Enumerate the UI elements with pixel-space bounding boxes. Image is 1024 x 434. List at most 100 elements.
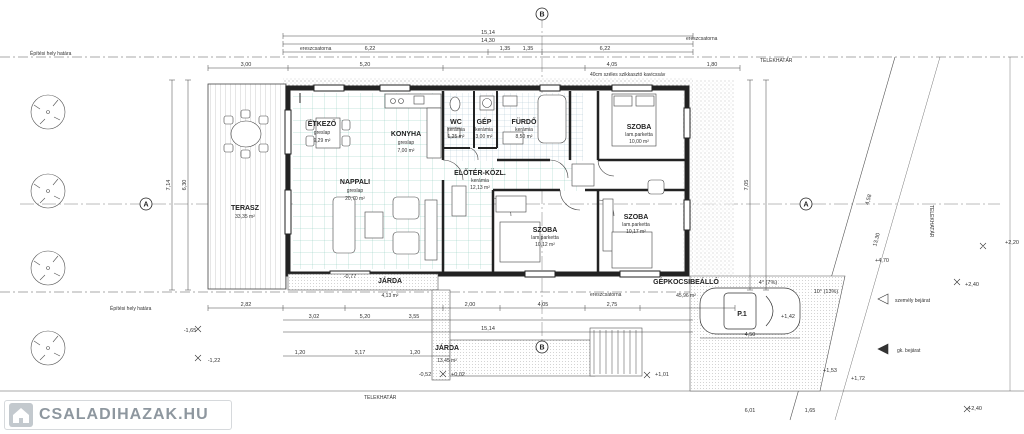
dimension-label: 5,20: [360, 314, 371, 320]
door-icon: [559, 189, 581, 211]
dimension-label: 1,65: [805, 408, 816, 414]
room-name: SZOBA: [627, 124, 652, 131]
dimension-label: 15,14: [481, 326, 495, 332]
room-area: 4,13 m²: [382, 293, 399, 299]
dimension-lines: [169, 33, 800, 357]
washing-machine: [479, 95, 495, 111]
room-name: GÉP: [477, 117, 492, 126]
room-name: JÁRDA: [435, 343, 459, 352]
window-icon: [539, 84, 561, 92]
room-area: 8,50 m²: [516, 134, 533, 140]
shoe-cabinet: [451, 185, 467, 217]
room-name: JÁRDA: [378, 276, 402, 285]
gutter-label: ereszcsatorna: [300, 46, 332, 52]
section-marker-icon: [139, 197, 153, 211]
desk: [495, 195, 527, 213]
window-icon: [379, 84, 411, 92]
dimension-label: 3,00: [241, 62, 252, 68]
level-label: -1,22: [208, 358, 221, 364]
section-marker-icon: [799, 197, 813, 211]
level-label: +4,70: [875, 258, 889, 264]
level-label: -0,52: [419, 372, 432, 378]
dimension-label: 3,55: [409, 314, 420, 320]
room-area: 1,25 m²: [448, 134, 465, 140]
wardrobe: [602, 198, 614, 252]
room-area: 45,96 m²: [676, 293, 696, 299]
house-walls: [285, 85, 690, 277]
room-area: 20,70 m²: [345, 196, 365, 202]
room-floor: greslap: [347, 188, 364, 194]
cabinet: [424, 199, 438, 261]
dimension-label: 3,17: [355, 350, 366, 356]
dimension-label: 1,35: [523, 46, 534, 52]
room-name: NAPPALI: [340, 179, 370, 186]
dimension-label: 6,01: [745, 408, 756, 414]
entrance-arrow-icon: [877, 343, 889, 355]
dimension-text: 15,14 14,30 6,22 1,35 1,35 6,22 3,00 5,2…: [166, 30, 1019, 414]
level-label: +1,72: [851, 376, 865, 382]
window-icon: [524, 270, 556, 278]
section-marker-icon: [535, 340, 549, 354]
section-label: A: [143, 202, 148, 209]
room-area: 3,00 m²: [476, 134, 493, 140]
room-name: WC: [450, 119, 462, 126]
level-markers: [194, 242, 987, 413]
dining-table: [305, 117, 351, 149]
dimension-label: 1,20: [410, 350, 421, 356]
room-name: ELŐTÉR-KÖZL.: [454, 168, 506, 177]
window-icon: [683, 107, 691, 139]
slope-label: 10° (13%): [814, 289, 839, 295]
house-logo-icon: [9, 403, 33, 427]
gutter-label: ereszcsatorna: [590, 292, 622, 298]
room-area: 10,00 m²: [629, 139, 649, 145]
dimension-label: 6,22: [365, 46, 376, 52]
room-name: TERASZ: [231, 205, 260, 212]
bed-1: [611, 93, 657, 147]
bed-3: [611, 231, 653, 269]
room-name: SZOBA: [624, 214, 649, 221]
bed-2: [499, 221, 541, 263]
bath-fixtures: [502, 94, 567, 145]
dimension-label: 4,05: [538, 302, 549, 308]
room-floor: greslap: [398, 140, 415, 146]
plot-boundary-label: TELEKHATÁR: [364, 394, 397, 401]
window-icon: [313, 84, 345, 92]
room-floor: greslap: [314, 130, 331, 136]
section-label: B: [539, 345, 544, 352]
building-zone-label: Építési hely határa: [30, 50, 72, 57]
level-label: +2,40: [965, 282, 979, 288]
entrance-arrows: [877, 293, 889, 355]
dimension-label: 4,50: [745, 332, 756, 338]
furniture: [305, 93, 665, 269]
door-icon: [549, 159, 569, 179]
door-icon: [597, 159, 615, 177]
dimension-label: 14,30: [481, 38, 495, 44]
room-name: KONYHA: [391, 131, 421, 138]
room-floor: lam.parketta: [622, 222, 650, 228]
window-icon: [619, 270, 661, 278]
room-floor: lam.parketta: [625, 132, 653, 138]
room-area: 13,45 m²: [437, 358, 457, 364]
plot-boundary-label: TELEKHATÁR: [760, 57, 793, 64]
gravel-strip-label: 40cm széles szikkasztó kavicssáv: [590, 72, 666, 78]
tree-icon: [30, 173, 66, 209]
building-zone-label: Építési hely határa: [110, 305, 152, 312]
annotations: Építési hely határa Építési hely határa …: [30, 12, 935, 402]
gutter-label: ereszcsatorna: [686, 36, 718, 42]
room-area: 9,29 m²: [314, 138, 331, 144]
sofa-set: [332, 196, 420, 255]
window-icon: [683, 199, 691, 231]
level-label: +1,53: [823, 368, 837, 374]
wardrobe: [571, 163, 595, 187]
room-area: 7,00 m²: [398, 148, 415, 154]
section-marker-icon: [535, 7, 549, 21]
room-floor: kerámia: [447, 127, 465, 133]
dimension-label: 7,05: [744, 180, 750, 191]
dimension-label: 15,14: [481, 30, 495, 36]
kitchen-counter: [384, 93, 442, 159]
room-name: GÉPKOCSIBEÁLLÓ: [653, 277, 719, 286]
room-floor: kerámia: [471, 178, 489, 184]
car-icon: [699, 287, 801, 335]
room-floor: kerámia: [515, 127, 533, 133]
trees: [30, 94, 66, 366]
